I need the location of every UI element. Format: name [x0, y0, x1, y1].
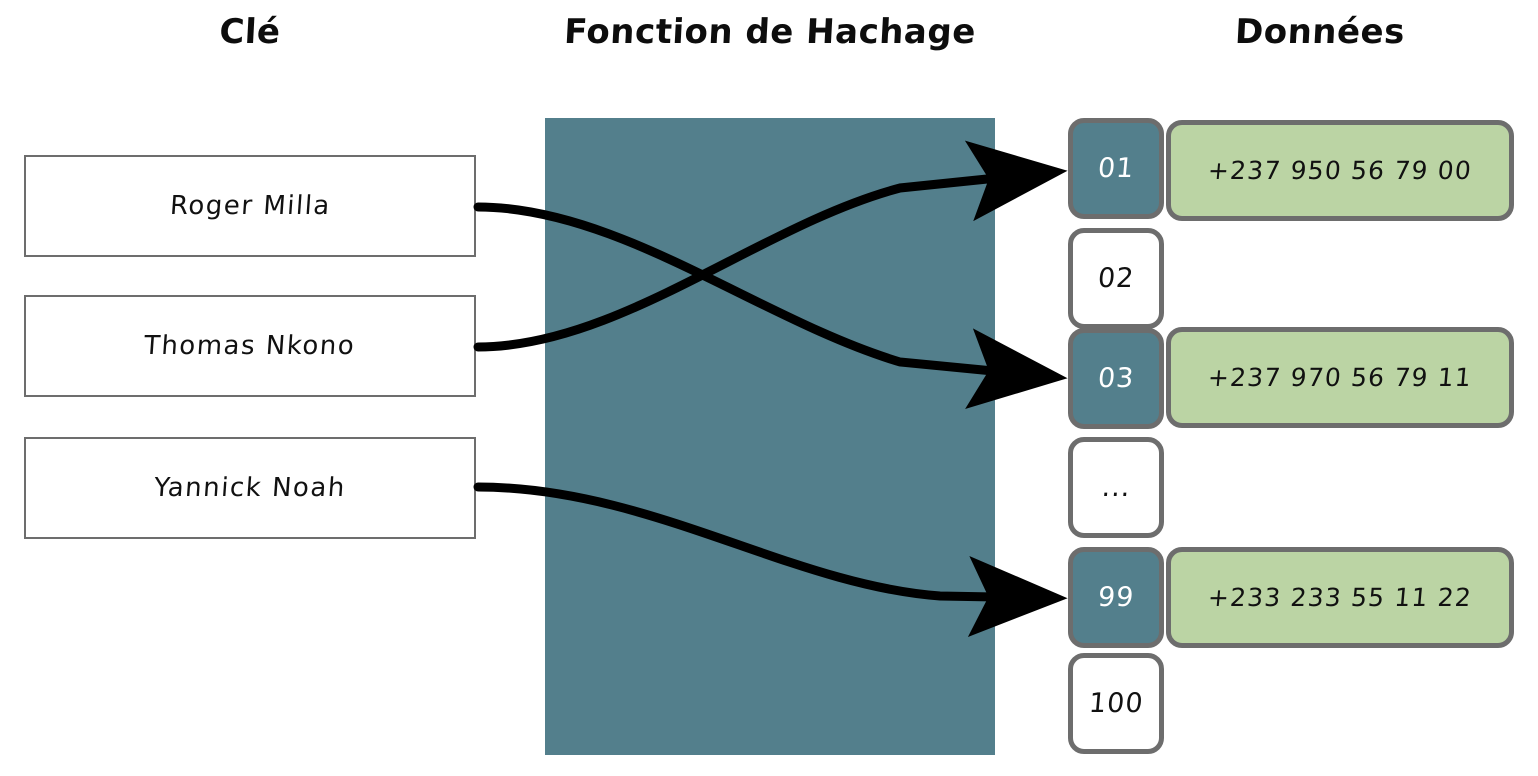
slot-index-label: 02 [1096, 263, 1136, 294]
data-value: +233 233 55 11 22 [1206, 583, 1474, 612]
slot-index-label: 03 [1096, 363, 1136, 394]
data-box-99[interactable]: +233 233 55 11 22 [1166, 547, 1514, 648]
slot-box-100[interactable]: 100 [1068, 653, 1164, 754]
slot-box-01[interactable]: 01 [1068, 118, 1164, 219]
slot-box-03[interactable]: 03 [1068, 328, 1164, 429]
data-value: +237 950 56 79 00 [1206, 156, 1474, 185]
slot-box-99[interactable]: 99 [1068, 547, 1164, 648]
data-box-01[interactable]: +237 950 56 79 00 [1166, 120, 1514, 221]
data-value: +237 970 56 79 11 [1206, 363, 1474, 392]
slot-index-label: 99 [1096, 582, 1136, 613]
data-box-03[interactable]: +237 970 56 79 11 [1166, 327, 1514, 428]
key-label: Thomas Nkono [143, 331, 357, 361]
key-label: Yannick Noah [153, 473, 347, 503]
column-title-hash-function: Fonction de Hachage [563, 12, 977, 52]
slot-box-02[interactable]: 02 [1068, 228, 1164, 329]
key-label: Roger Milla [168, 191, 332, 221]
key-box-roger-milla[interactable]: Roger Milla [24, 155, 476, 257]
slot-box-ellipsis[interactable]: ... [1068, 437, 1164, 538]
hash-function-block [545, 118, 995, 755]
column-title-data: Données [1234, 12, 1406, 52]
column-title-keys: Clé [218, 12, 282, 52]
key-box-yannick-noah[interactable]: Yannick Noah [24, 437, 476, 539]
key-box-thomas-nkono[interactable]: Thomas Nkono [24, 295, 476, 397]
slot-index-label: ... [1100, 472, 1132, 503]
slot-index-label: 01 [1096, 153, 1136, 184]
slot-index-label: 100 [1087, 688, 1145, 719]
